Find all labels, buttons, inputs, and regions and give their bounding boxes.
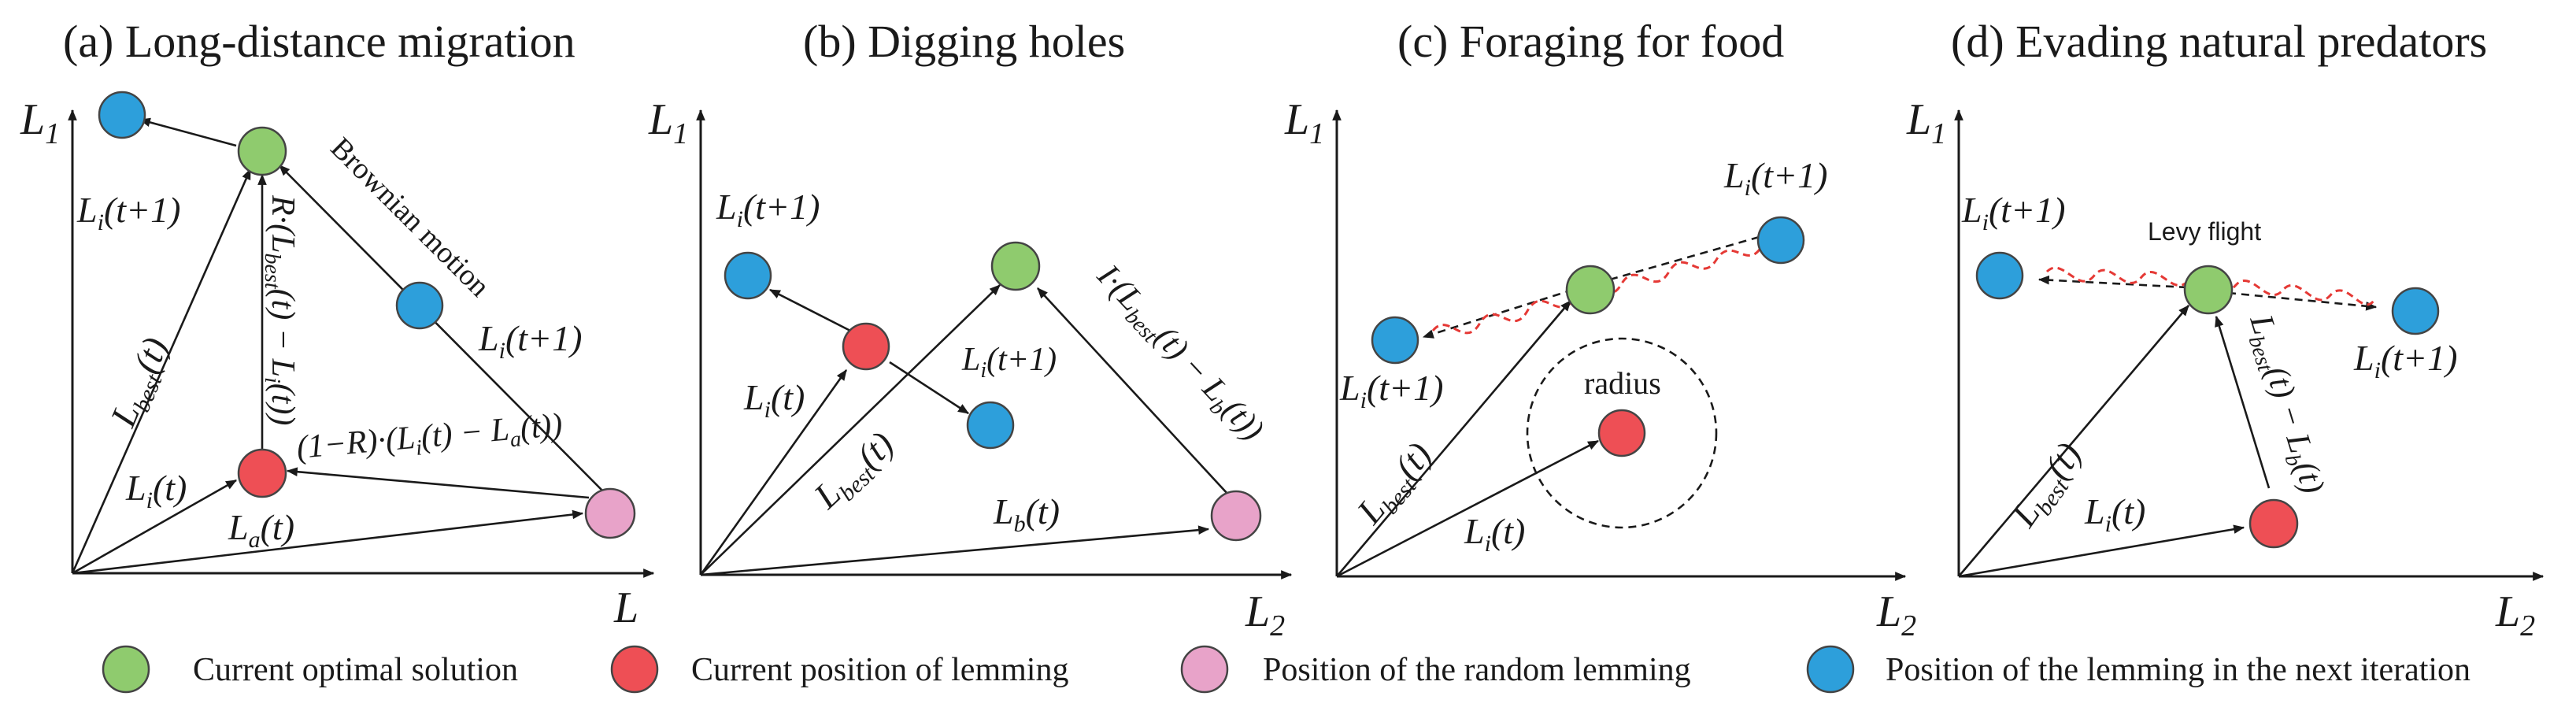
panel-d-y-label: L1 (1906, 95, 1946, 150)
panel-c-next-position-right (1756, 216, 1805, 265)
panel-a-vector-best (71, 168, 252, 574)
panel-c-label-best: Lbest(t) (1349, 435, 1444, 535)
panel-a: (a) Long-distance migration L1 L Li(t+1)… (20, 16, 655, 632)
panel-a-label-best: Lbest(t) (102, 331, 181, 435)
panel-b-label-best: Lbest(t) (805, 424, 905, 520)
legend-current-label: Current position of lemming (691, 652, 1068, 688)
panel-c-search-radius (1526, 337, 1718, 529)
panel-a-vector-la (72, 509, 584, 575)
panel-c-vector-best (1336, 300, 1571, 577)
legend: Current optimal solution Current positio… (102, 645, 2471, 694)
panel-d-label-best: Lbest(t) (2003, 435, 2093, 537)
panel-c: (c) Foraging for food L1 L2 Li(t+1) Li(t… (1284, 16, 1916, 642)
panel-d-title: (d) Evading natural predators (1951, 16, 2487, 67)
panel-d-x-label: L2 (2495, 587, 2535, 642)
panel-a-label-r-term: R·(Lbest(t) − Li(t)) (260, 194, 301, 425)
panel-d-dashed-right (2227, 291, 2378, 311)
legend-optimal-label: Current optimal solution (193, 652, 518, 688)
panel-b-x-label: L2 (1245, 587, 1285, 642)
panel-c-radius-label: radius (1584, 365, 1661, 401)
panel-c-vector-li (1336, 439, 1600, 578)
panel-b-label-li: Li(t) (743, 377, 805, 423)
panel-b-optimal-solution (990, 241, 1041, 291)
panel-c-dashed-right (1609, 235, 1763, 281)
panel-c-label-next-right: Li(t+1) (1723, 155, 1827, 201)
panel-b-vector-to-next-top (768, 288, 851, 332)
panel-b-current-position (842, 322, 890, 371)
panel-a-vector-li (72, 479, 238, 575)
panel-b-vector-lb (700, 525, 1210, 576)
legend-next-label: Position of the lemming in the next iter… (1886, 652, 2471, 688)
panel-a-y-label: L1 (20, 95, 60, 150)
panel-a-optimal-solution (237, 126, 287, 176)
panel-d-dashed-left (2037, 275, 2188, 289)
panel-a-title: (a) Long-distance migration (63, 16, 576, 67)
panel-d-current-position (2248, 498, 2299, 549)
panel-a-vector-next (139, 117, 237, 147)
panel-b-vector-to-next-mid (889, 361, 969, 415)
panel-c-label-li: Li(t) (1464, 511, 1525, 557)
panel-d-next-position-right (2391, 287, 2440, 335)
panel-a-brownian-path (279, 165, 607, 495)
panel-b-label-lb: Lb(t) (993, 491, 1060, 537)
panel-d-vector-diff (2215, 315, 2271, 489)
panel-d-levy-label: Levy flight (2148, 217, 2261, 246)
panel-d-label-next-right: Li(t+1) (2353, 338, 2457, 383)
panel-a-label-la: La(t) (228, 507, 294, 553)
panel-a-label-1r-term: (1−R)·(Li(t) − La(t)) (295, 407, 564, 471)
panel-b-label-next-mid: Li(t+1) (961, 342, 1057, 383)
panel-b-label-i-term: I·(Lbest(t) − Lb(t)) (1086, 257, 1271, 451)
panel-a-random-lemming (584, 487, 636, 539)
panel-c-dashed-left (1422, 288, 1574, 339)
panel-d: (d) Evading natural predators L1 L2 Levy… (1906, 16, 2545, 642)
panel-d-label-li: Li(t) (2084, 491, 2145, 537)
panel-b: (b) Digging holes L1 L2 Li(t+1) Li(t) Li… (648, 16, 1293, 642)
panel-b-title: (b) Digging holes (803, 16, 1125, 67)
legend-next-swatch (1806, 645, 1855, 694)
panel-a-vector-1r (286, 467, 590, 499)
panel-d-red-wave-path (2045, 266, 2375, 306)
legend-optimal-swatch (102, 645, 150, 694)
panel-b-vector-i-term (1037, 287, 1229, 495)
panel-d-label-next-left: Li(t+1) (1961, 190, 2065, 235)
panel-a-current-position (237, 448, 287, 498)
panel-a-x-label: L (613, 583, 638, 632)
panel-c-x-label: L2 (1876, 587, 1916, 642)
panel-b-y-label: L1 (648, 95, 688, 150)
panel-d-optimal-solution (2183, 265, 2234, 315)
legend-random-label: Position of the random lemming (1263, 652, 1691, 688)
panel-c-y-label: L1 (1284, 95, 1324, 150)
panel-b-random-lemming (1210, 490, 1262, 542)
panel-d-vector-li (1958, 524, 2245, 578)
panel-c-optimal-solution (1565, 265, 1616, 315)
panel-b-next-position-mid (966, 401, 1015, 450)
panel-c-current-position (1597, 409, 1646, 457)
panel-c-title: (c) Foraging for food (1397, 16, 1784, 67)
panel-c-next-position-left (1371, 316, 1419, 365)
panel-b-vector-best (700, 284, 1001, 576)
panel-b-next-position-top (724, 251, 772, 300)
panel-a-brownian-label: Brownian motion (324, 131, 497, 304)
panel-a-label-next-mid: Li(t+1) (478, 318, 582, 364)
panel-d-next-position-left (1975, 251, 2024, 300)
panel-a-label-next-top: Li(t+1) (76, 190, 180, 235)
panel-a-label-li: Li(t) (125, 468, 187, 513)
panel-b-vector-li (699, 369, 848, 576)
legend-current-swatch (610, 645, 659, 694)
panel-b-label-next-top: Li(t+1) (716, 187, 820, 232)
panel-d-label-diff: Lbest(t) − Lb(t) (2237, 310, 2331, 499)
panel-c-label-next-left: Li(t+1) (1339, 368, 1443, 413)
legend-random-swatch (1180, 645, 1229, 694)
panel-a-next-position-top (98, 91, 146, 139)
panel-a-next-position-mid (395, 281, 444, 330)
panel-d-vector-best (1958, 305, 2189, 577)
